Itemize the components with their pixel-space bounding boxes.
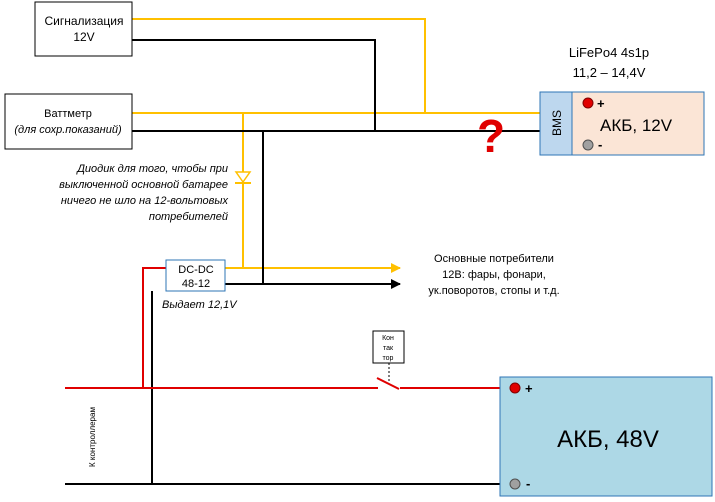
battery48-minus-terminal (509, 478, 521, 490)
alarm-label-line2: 12V (73, 30, 94, 44)
battery12-spec-line2: 11,2 – 14,4V (573, 65, 646, 80)
alarm-plus-wire (132, 18, 426, 113)
battery12-minus-terminal (582, 139, 594, 151)
bms-box (539, 91, 573, 156)
battery12-plus-sign: + (597, 96, 605, 111)
battery12-plus-terminal (582, 97, 594, 109)
battery48-label: АКБ, 48V (557, 426, 659, 453)
diode-note-line3: ничего не шло на 12-вольтовых (61, 195, 229, 207)
alarm-ground-wire (132, 39, 376, 131)
battery12-spec-line1: LiFePo4 4s1p (569, 45, 649, 60)
dcdc-label-line1: DC-DC (178, 264, 213, 276)
battery12-label: АКБ, 12V (600, 116, 673, 135)
wattmeter-label-line2: (для сохр.показаний) (14, 124, 122, 136)
wires-plus-48v (65, 267, 510, 389)
wires-plus-12v (132, 18, 540, 273)
wattmeter-box (4, 93, 133, 150)
dcdc-box (165, 259, 226, 292)
diode-note-line4: потребителей (149, 211, 228, 223)
alarm-label-line1: Сигнализация (44, 14, 123, 28)
diode-note-line2: выключенной основной батарее (59, 179, 228, 191)
battery12-minus-sign: - (598, 137, 602, 152)
alarm-box (34, 1, 133, 57)
contactor-label-line2: так (383, 345, 394, 352)
battery48-box (499, 376, 713, 497)
consumers-line3: ук.поворотов, стопы и т.д. (428, 285, 559, 297)
contactor-label-line1: Кон (382, 335, 394, 342)
wattmeter-label-line1: Ваттметр (44, 108, 92, 120)
contactor-switch-blade (376, 377, 400, 390)
consumers-line2: 12В: фары, фонари, (442, 269, 546, 281)
battery48-plus-sign: + (525, 381, 533, 396)
controllers-label: К контроллерам (88, 407, 97, 467)
bms-label: BMS (550, 110, 564, 136)
diode-note-line1: Диодик для того, чтобы при (75, 163, 228, 175)
diode-symbol (234, 171, 252, 184)
contactor-box (372, 330, 405, 364)
battery48-minus-sign: - (526, 476, 530, 491)
dcdc-plus-feed (142, 267, 166, 388)
dcdc-label-line2: 48-12 (182, 278, 210, 290)
question-mark: ? (477, 110, 505, 162)
consumers-line1: Основные потребители (434, 253, 554, 265)
battery48-plus-terminal (509, 382, 521, 394)
dcdc-output-note: Выдает 12,1V (162, 299, 238, 311)
contactor-label-line3: тор (383, 355, 394, 362)
